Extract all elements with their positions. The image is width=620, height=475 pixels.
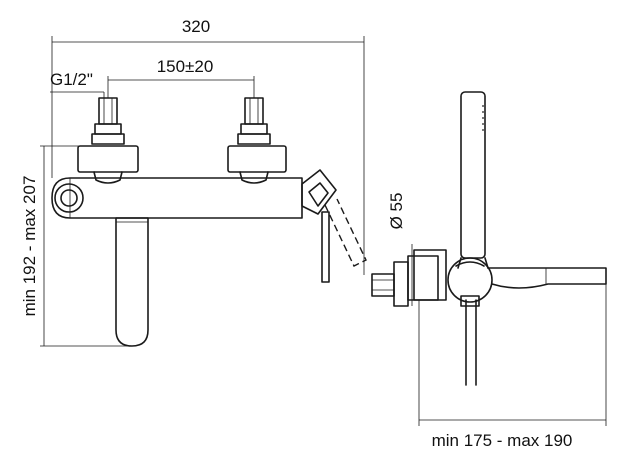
inlet-spacing-dimension: 150±20 [107,57,255,98]
overall-width-label: 320 [182,17,210,36]
spout [115,217,149,347]
height-dimension: min 192 - max 207 [20,145,130,347]
diverter-knob [447,257,493,307]
right-escutcheon [227,145,287,184]
left-escutcheon [77,145,139,184]
side-view [371,91,607,386]
thread-callout: G1/2" [50,70,105,98]
side-body [371,249,447,307]
thread-label: G1/2" [50,70,93,89]
shower-hose [465,299,477,386]
projection-label: min 175 - max 190 [432,431,573,450]
mixer-body [51,177,303,219]
hand-shower [457,91,489,269]
right-inlet-connector [237,97,271,145]
projection-dimension: min 175 - max 190 [418,284,607,450]
side-spout [487,267,607,289]
shower-nozzle-dots [482,105,484,131]
front-view [51,97,367,347]
inlet-spacing-label: 150±20 [157,57,214,76]
overall-width-dimension: 320 [51,17,365,275]
height-label: min 192 - max 207 [20,176,39,317]
shower-diameter-label: Ø 55 [387,193,406,230]
shower-diameter-dimension: Ø 55 [387,193,413,306]
left-inlet-connector [91,97,125,145]
lever-handle [301,169,367,283]
